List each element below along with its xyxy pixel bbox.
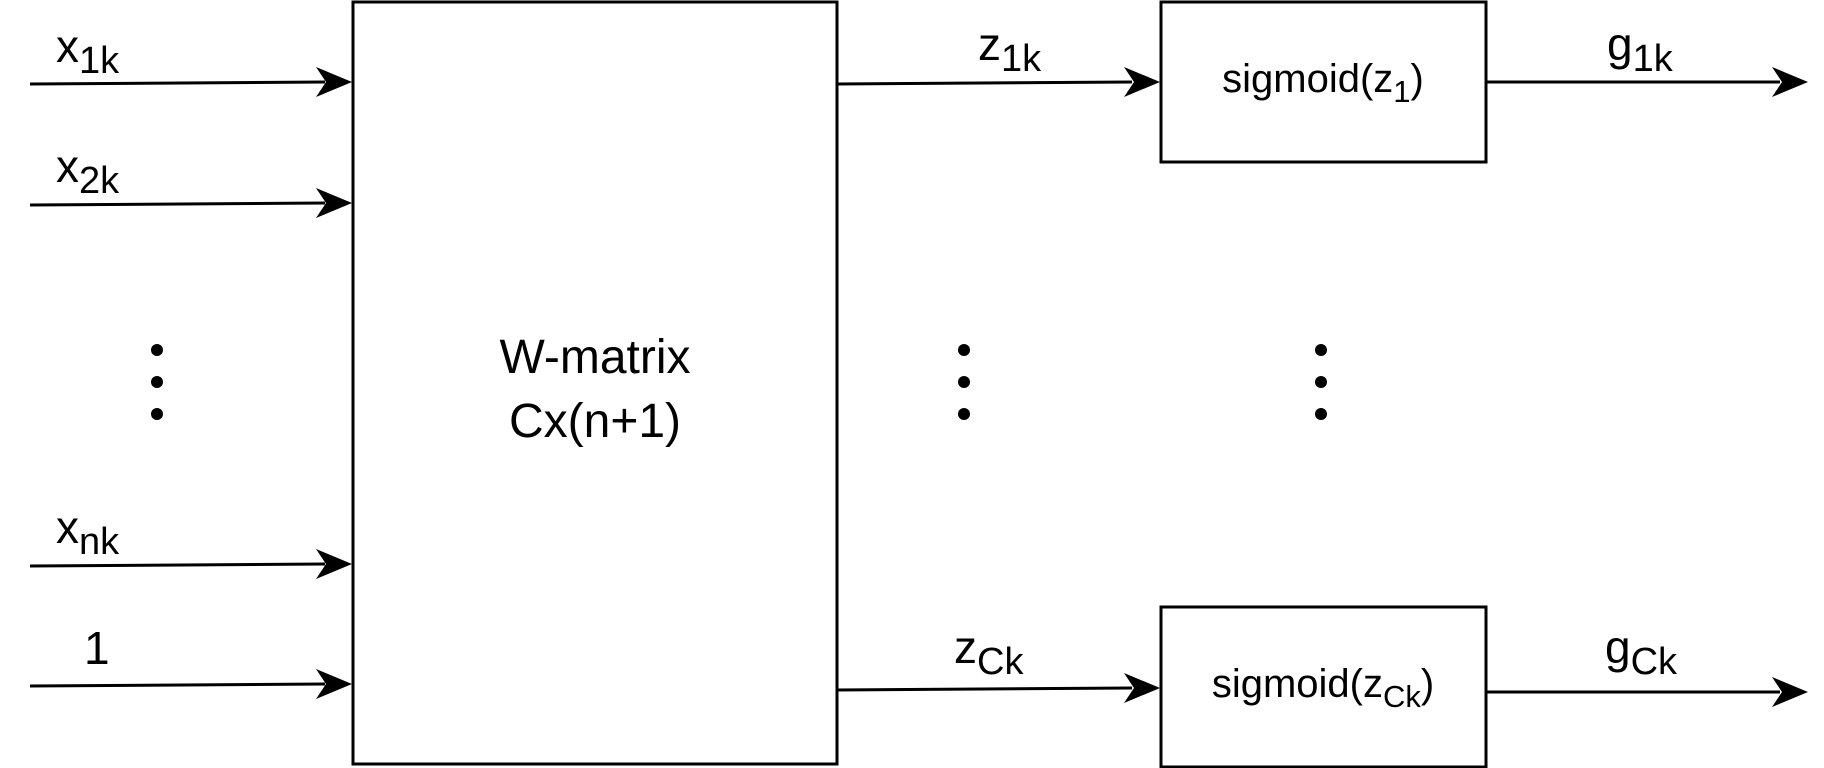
z-ellipsis [958, 344, 970, 420]
input-arrow-x1k [29, 67, 352, 97]
z-arrow-ck [836, 673, 1160, 703]
w-matrix-label: W-matrix [499, 331, 690, 384]
input-label-x1k: x1k [56, 20, 120, 82]
sigmoid-box-1 [1159, 0, 1488, 164]
z-arrow-1k [836, 67, 1160, 97]
w-matrix-dimension-label: Cx(n+1) [509, 395, 681, 448]
z-label-1k: z1k [978, 18, 1042, 80]
input-label-x2k: x2k [56, 140, 120, 202]
input-arrow-bias [29, 669, 352, 699]
sigmoid-label-1: sigmoid(z1) [1222, 57, 1424, 109]
input-ellipsis [151, 344, 163, 420]
input-arrow-xnk [29, 549, 352, 579]
g-arrow-ck [1486, 677, 1808, 707]
sigmoid-label-ck: sigmoid(zCk) [1212, 662, 1434, 714]
input-arrow-x2k [29, 188, 352, 218]
input-label-xnk: xnk [56, 501, 120, 563]
sigmoid-ellipsis [1315, 344, 1327, 420]
g-label-ck: gCk [1605, 621, 1678, 683]
w-matrix-box [351, 0, 839, 766]
g-label-1k: g1k [1607, 18, 1674, 80]
g-arrow-1k [1486, 67, 1808, 97]
input-label-bias: 1 [84, 622, 110, 674]
sigmoid-box-ck [1159, 605, 1488, 768]
z-label-ck: zCk [954, 621, 1024, 683]
